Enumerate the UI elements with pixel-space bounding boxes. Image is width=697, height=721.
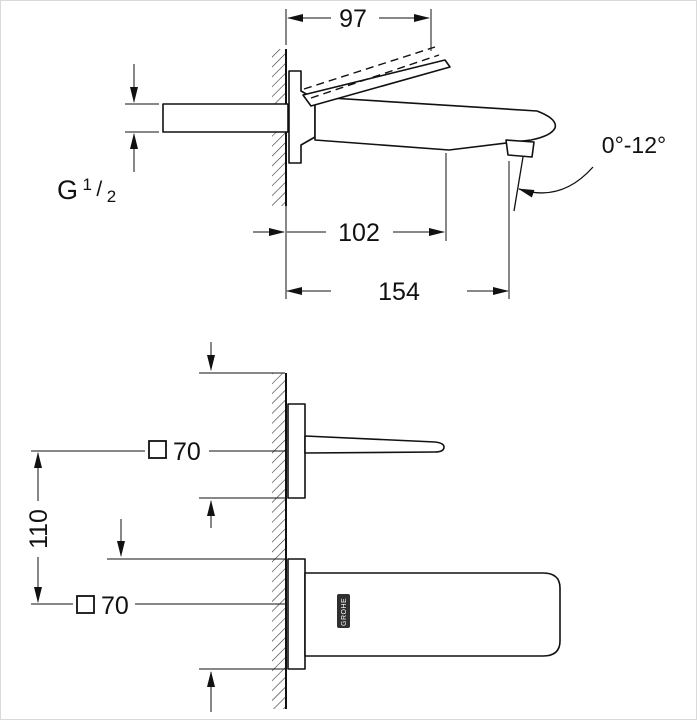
- swivel-arc: [518, 166, 594, 198]
- body-plate: [287, 558, 306, 670]
- handle-plate: [287, 403, 306, 499]
- dim-70-top-label: 70: [173, 438, 201, 466]
- lever: [302, 59, 451, 107]
- spout-profile: [314, 96, 557, 151]
- square-dimension-icon: [76, 595, 95, 614]
- top-view: G 1 / 2 97 102 154: [57, 5, 666, 306]
- dim-110-label: 110: [25, 509, 53, 549]
- thread-size-label: G 1 / 2: [57, 175, 116, 206]
- supply-pipe: [162, 103, 289, 133]
- square-dimension-icon: [148, 440, 167, 459]
- wall-hatching: [272, 373, 286, 709]
- rough-in-body: [304, 572, 561, 657]
- angle-range-label: 0°-12°: [602, 132, 666, 158]
- grohe-logo-text: GROHE: [341, 598, 348, 626]
- grohe-logo-mark: [337, 594, 350, 628]
- dim-97-label: 97: [339, 5, 367, 33]
- dim-154-label: 154: [378, 278, 420, 306]
- dim-70-bottom-label: 70: [101, 592, 129, 620]
- dim-102-label: 102: [338, 219, 380, 247]
- bottom-view: 70 110 70 GROHE: [25, 342, 561, 712]
- water-stream-line: [513, 156, 524, 212]
- aerator: [505, 139, 535, 158]
- handle-lever: [304, 435, 445, 454]
- lever-raised-dashed: [303, 46, 436, 90]
- lever-raised-dashed: [310, 54, 440, 99]
- escutcheon-profile: [288, 70, 316, 164]
